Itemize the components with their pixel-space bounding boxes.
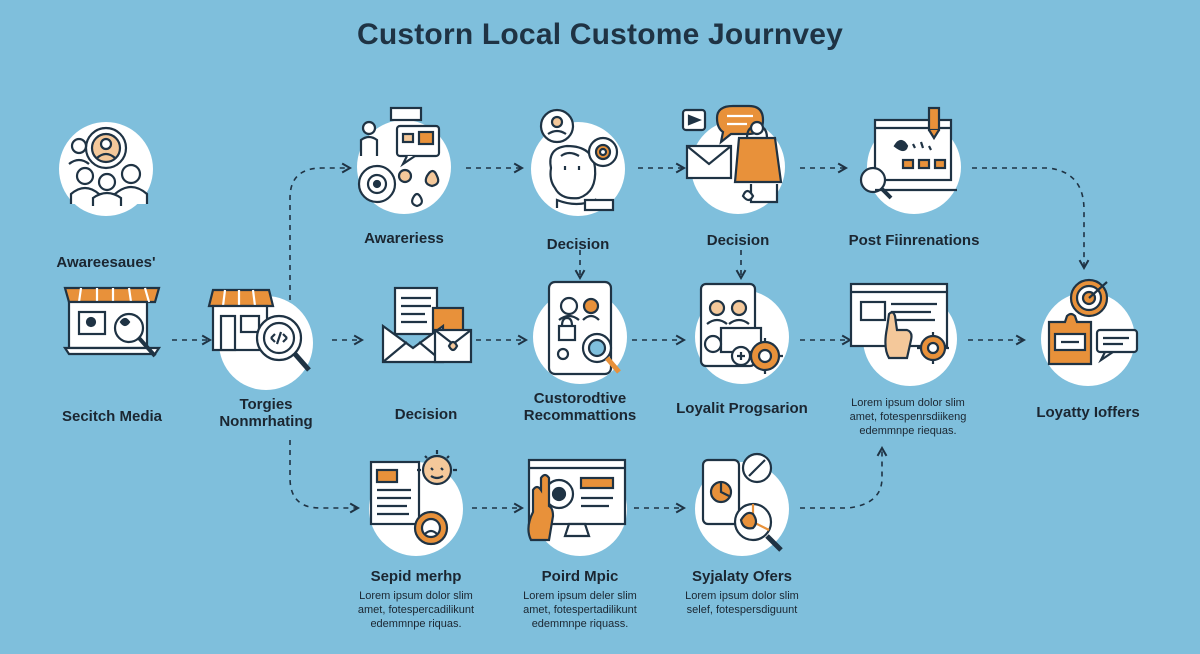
node-poird-mpic: Poird Mpic Lorem ipsum deler slim amet, … [480,458,680,631]
node-awareness-1: Awareesaues' [6,122,206,271]
node-decision-2: Decision [638,104,838,249]
node-label: Secitch Media [61,408,163,425]
circle [533,280,627,384]
node-monitor-hand [810,282,1010,386]
person-chat-target-icon [357,106,441,208]
circle [695,282,789,384]
node-label: Sepid merhp [370,568,462,585]
description-line: amet, fotespertadilikunt [523,604,637,616]
node-description: Lorem ipsum dolor slim amet, fotespercad… [316,589,516,631]
tablet-people-gear-icon [699,282,783,374]
node-loyatty-ioffers: Loyatty Ioffers [988,278,1188,421]
description-line: edemmnpe riequas. [859,425,957,437]
node-label: Syjalaty Ofers [691,568,793,585]
description-line: Lorem ipsum dolor slim [851,397,965,409]
node-label-line: Torgies [239,396,293,413]
node-description: Lorem ipsum dolor slim selef, fotespersd… [642,589,842,617]
description-line: amet, fotespenrsdiikeng [849,411,967,423]
node-label: Awareriess [364,230,444,247]
node-description: Lorem ipsum dolor slim amet, fotespenrsd… [818,396,998,438]
node-label: Loyalit Progsarion [676,400,808,417]
node-torgies: Torgies Nonmrhating [166,288,366,430]
thinking-face-icon [539,108,619,212]
circle [859,106,961,214]
description-line: amet, fotespercadilikunt [357,604,475,616]
description-line: Lorem ipsum deler slim [523,590,637,602]
circle [681,104,785,214]
connector-arrow [289,162,353,300]
target-shop-chat-icon [1047,278,1139,366]
node-label-line: Nonmrhating [219,413,313,430]
circle [849,282,957,386]
node-label: Loyatty Ioffers [1036,404,1140,421]
monitor-hand-icon [527,458,627,542]
node-label: Torgies Nonmrhating [166,396,366,430]
people-group-icon [68,126,149,206]
circle [59,122,153,216]
node-awareness-2: Awareriess [304,106,504,247]
circle [695,452,789,556]
node-label: Decision [394,406,458,423]
circle [62,286,162,390]
board-magnifier-icon [859,106,957,200]
description-line: selef, fotespersdiguunt [686,604,798,616]
node-label: Decision [706,232,770,249]
tablet-lock-magnifier-icon [547,280,621,376]
description-line: edemmnpe riquas. [370,618,462,630]
node-label: Post Fiinrenations [848,232,980,249]
node-decision-1: Decision [478,108,678,253]
circle [531,108,625,216]
node-post-fiinrenations: Post Fiinrenations [814,106,1014,249]
description-line: Lorem ipsum dolor slim [685,590,799,602]
monitor-hand-gear-icon [849,282,949,364]
node-label: Poird Mpic [541,568,619,585]
shop-magnifier-icon [207,288,311,372]
node-label-line: Custorodtive [533,390,627,407]
node-description: Lorem ipsum deler slim amet, fotespertad… [480,589,680,631]
node-custorodtive: Custorodtive Recommattions [480,280,680,424]
node-label-line: Recommattions [523,407,637,424]
circle [369,450,463,556]
circle [379,286,473,390]
circle [527,458,627,556]
diagram-title: Custorn Local Custome Journvey [356,18,844,51]
node-secitch-media: Secitch Media [12,286,212,425]
node-label: Custorodtive Recommattions [480,390,680,424]
connector-arrow [289,440,361,514]
circle [207,288,313,390]
mail-chat-bag-icon [681,104,783,204]
envelope-letter-icon [381,286,473,364]
description-line: Lorem ipsum dolor slim [359,590,473,602]
phone-chart-icon [701,452,783,552]
circle [1041,278,1139,386]
node-sepid-merhp: Sepid merhp Lorem ipsum dolor slim amet,… [316,450,516,631]
node-loyalit-progsarion: Loyalit Progsarion [642,282,842,417]
node-decision-3: Decision [326,286,526,423]
node-label: Decision [546,236,610,253]
node-syjalaty-ofers: Syjalaty Ofers Lorem ipsum dolor slim se… [642,452,842,617]
document-badge-icon [369,450,457,546]
storefront-laptop-icon [62,286,162,358]
node-label: Awareesaues' [56,254,156,271]
circle [357,106,451,214]
description-line: edemmnpe riquass. [531,618,629,630]
